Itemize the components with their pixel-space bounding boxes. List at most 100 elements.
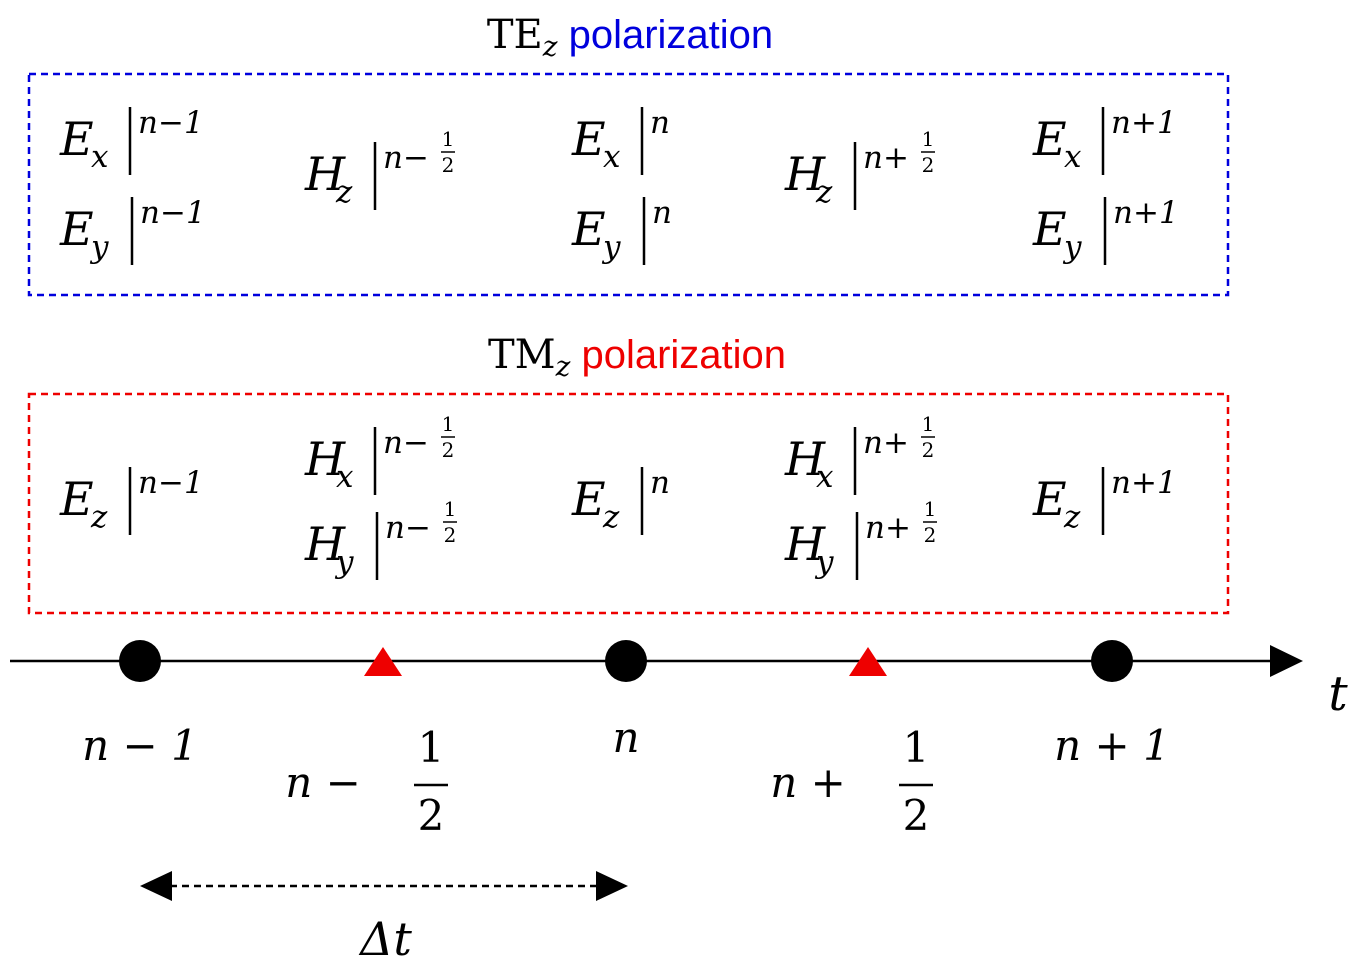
field-symbol: E	[571, 202, 606, 256]
field-symbol: E	[1032, 202, 1067, 256]
field-subscript: x	[336, 459, 354, 495]
field-symbol: H	[304, 517, 346, 571]
field-time-index: n−1	[138, 105, 204, 141]
field-time-index: n−	[385, 510, 431, 546]
tick-frac-denominator: 2	[418, 791, 445, 840]
half-numerator: 1	[442, 412, 455, 436]
half-time-marker	[849, 647, 887, 676]
field-subscript: x	[1064, 139, 1082, 175]
field-symbol: E	[59, 112, 94, 166]
half-numerator: 1	[922, 412, 935, 436]
tick-frac-numerator: 1	[903, 723, 930, 772]
field-symbol: H	[784, 147, 826, 201]
field-subscript: z	[90, 499, 108, 535]
tick-label: n + 1	[1054, 721, 1170, 770]
field-subscript: x	[603, 139, 621, 175]
tm-box	[27, 392, 1230, 615]
half-denominator: 2	[922, 438, 935, 462]
half-denominator: 2	[442, 153, 455, 177]
te-box	[27, 72, 1230, 297]
half-numerator: 1	[924, 497, 937, 521]
half-numerator: 1	[444, 497, 457, 521]
field-subscript: z	[1063, 499, 1081, 535]
tm-title-main: TM	[488, 332, 556, 378]
tick-frac-numerator: 1	[418, 723, 445, 772]
field-time-index: n−1	[138, 465, 204, 501]
half-denominator: 2	[442, 438, 455, 462]
field-Ez-col2: Ezn	[571, 465, 670, 535]
field-time-index: n−	[383, 425, 429, 461]
field-Ez-col0: Ez n−1	[59, 465, 204, 535]
time-axis-arrowhead	[1270, 645, 1303, 677]
field-time-index: n	[650, 465, 670, 501]
tick-label: n − 1	[82, 721, 198, 770]
field-subscript: y	[89, 229, 109, 265]
field-Ez-col4: Ez n+1	[1032, 465, 1177, 535]
half-numerator: 1	[922, 127, 935, 151]
tick-label: n +	[770, 758, 846, 807]
field-symbol: E	[59, 202, 94, 256]
field-time-index: n+1	[1113, 195, 1179, 231]
field-subscript: y	[814, 544, 834, 580]
delta-t-arrowhead-right	[596, 871, 628, 901]
time-axis-label: t	[1328, 666, 1348, 722]
field-subscript: x	[816, 459, 834, 495]
tick-frac-denominator: 2	[903, 791, 930, 840]
field-symbol: E	[59, 472, 94, 526]
tm-title-rest: polarization	[570, 333, 786, 377]
delta-t-label: Δt	[358, 912, 412, 966]
field-symbol: H	[304, 147, 346, 201]
field-symbol: H	[784, 432, 826, 486]
tm-title-sub: z	[555, 350, 571, 383]
field-subscript: z	[602, 499, 620, 535]
field-time-index: n	[650, 105, 670, 141]
half-denominator: 2	[922, 153, 935, 177]
half-denominator: 2	[444, 523, 457, 547]
integer-time-marker	[605, 640, 647, 682]
field-symbol: E	[571, 112, 606, 166]
integer-time-marker	[119, 640, 161, 682]
field-subscript: x	[91, 139, 109, 175]
field-symbol: E	[1032, 112, 1067, 166]
field-Ex-col4: Ex n+1	[1032, 105, 1177, 175]
field-symbol: E	[1032, 472, 1067, 526]
field-time-index: n−	[383, 140, 429, 176]
field-time-index: n+1	[1111, 465, 1177, 501]
te-title-sub: z	[542, 30, 558, 63]
half-denominator: 2	[924, 523, 937, 547]
field-Hx-col3: Hx n+ 12	[784, 412, 935, 495]
field-time-index: n−1	[140, 195, 206, 231]
field-Hy-col3: Hyn+12	[784, 497, 937, 580]
field-time-index: n+	[865, 510, 911, 546]
field-Ex-col0: Ex n−1	[59, 105, 204, 175]
field-time-index: n+	[863, 140, 909, 176]
field-Ey-col0: Ey n−1	[59, 195, 206, 265]
field-symbol: E	[571, 472, 606, 526]
half-numerator: 1	[442, 127, 455, 151]
field-time-index: n	[652, 195, 672, 231]
half-time-marker	[364, 647, 402, 676]
field-time-index: n+1	[1111, 105, 1177, 141]
field-Hx-col1: Hx n− 12	[304, 412, 455, 495]
field-Hz-col3: Hz n+ 12	[784, 127, 935, 210]
field-Ey-col4: Ey n+1	[1032, 195, 1179, 265]
field-Ex-col2: Exn	[571, 105, 670, 175]
field-Ey-col2: Eyn	[571, 195, 672, 265]
te-title: TEz polarization	[487, 12, 773, 63]
te-title-rest: polarization	[557, 13, 773, 57]
field-time-index: n+	[863, 425, 909, 461]
field-symbol: H	[304, 432, 346, 486]
field-subscript: z	[815, 174, 833, 210]
field-subscript: z	[335, 174, 353, 210]
tick-label: n	[612, 713, 639, 762]
tick-label: n −	[285, 758, 361, 807]
field-Hy-col1: Hyn−12	[304, 497, 457, 580]
field-subscript: y	[1062, 229, 1082, 265]
field-Hz-col1: Hz n− 12	[304, 127, 455, 210]
tm-title: TMz polarization	[488, 332, 786, 383]
te-title-main: TE	[487, 12, 543, 58]
delta-t-arrowhead-left	[140, 871, 172, 901]
integer-time-marker	[1091, 640, 1133, 682]
